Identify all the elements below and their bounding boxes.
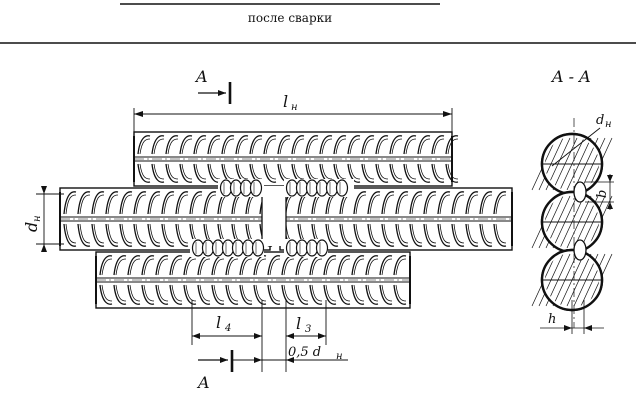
gap-offset-label: 0,5 d: [288, 345, 321, 360]
gap-length-label: l: [296, 314, 301, 333]
bar-diameter-label: d: [22, 222, 41, 232]
weld-seam-lower-left: [190, 239, 265, 257]
weld-width-label: b: [595, 190, 610, 198]
bar-diameter-subscript: н: [32, 215, 43, 222]
bar-gap: [262, 186, 286, 246]
weld-length-dimension: l 4: [191, 300, 263, 372]
weld-lump-upper: [573, 181, 587, 203]
overall-length-subscript: н: [291, 102, 298, 113]
section-view: A - A d н b h: [531, 67, 614, 334]
bar-diameter-dimension: d н: [22, 186, 64, 252]
rebar-top: [133, 131, 459, 187]
gap-length-subscript: 3: [305, 324, 311, 335]
section-mark-top-letter: A: [194, 67, 208, 86]
overall-length-dimension: l н: [133, 92, 453, 140]
weld-length-subscript: 4: [224, 323, 231, 334]
section-title: A - A: [550, 67, 591, 86]
section-circle-top: [531, 132, 613, 196]
section-mark-bottom-letter: A: [196, 373, 210, 392]
section-diameter-label: d: [596, 113, 604, 128]
section-circle-bottom: [531, 248, 613, 312]
section-mark-bottom: A: [196, 350, 234, 392]
overall-length-label: l: [283, 92, 288, 111]
weld-length-label: l: [216, 313, 221, 332]
weld-height-label: h: [548, 312, 556, 327]
section-diameter-subscript: н: [605, 119, 612, 130]
section-circle-middle: [531, 190, 613, 254]
gap-offset-subscript: н: [336, 351, 343, 362]
weld-seam-upper-left: [218, 179, 264, 197]
rebar-bottom: [95, 251, 411, 309]
weld-seam-upper-right: [284, 179, 354, 197]
weld-seam-lower-right: [284, 239, 329, 257]
header-caption: после сварки: [248, 11, 332, 25]
gap-offset-dimension: 0,5 d н: [232, 345, 348, 363]
weld-seams: [190, 179, 354, 257]
rebar-group: [59, 131, 513, 309]
weld-lump-lower: [573, 239, 587, 261]
section-diameter-leader: [551, 127, 601, 167]
section-circles: [531, 132, 613, 312]
section-mark-top: A: [194, 67, 232, 104]
